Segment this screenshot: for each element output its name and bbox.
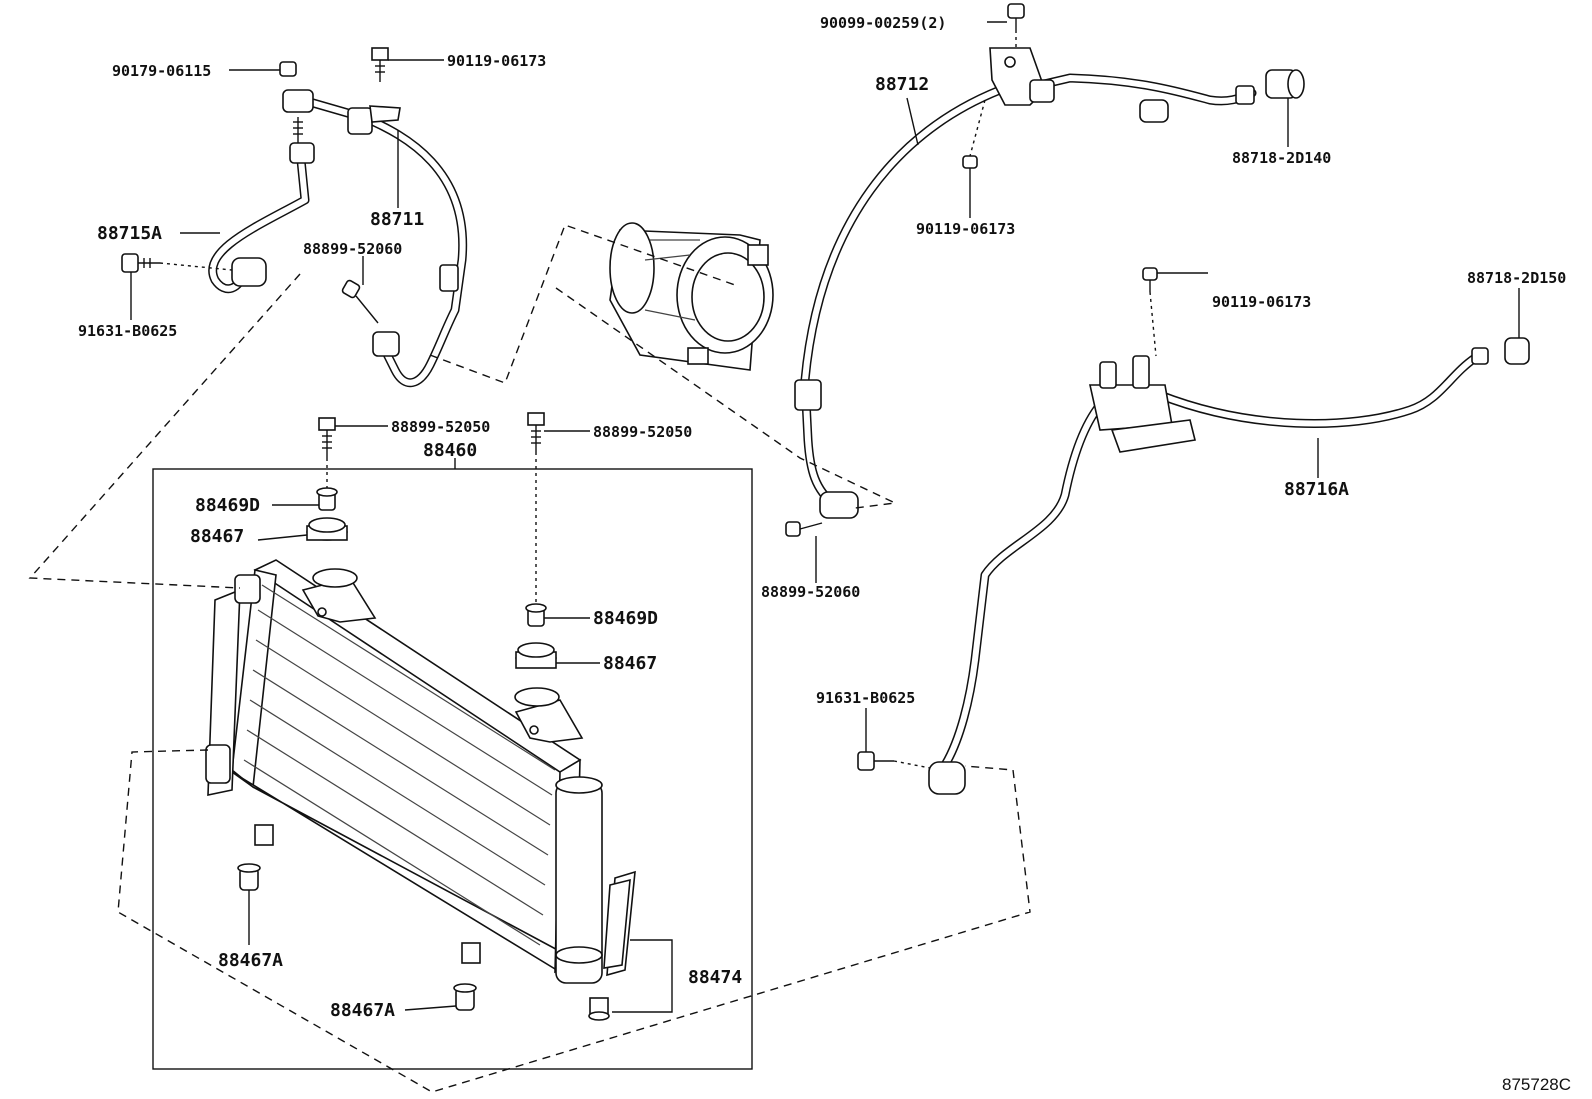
label-88718-2D140: 88718-2D140 <box>1232 149 1331 167</box>
label-88474: 88474 <box>688 967 742 988</box>
label-88460: 88460 <box>423 440 477 461</box>
nut-90179-06115 <box>279 61 297 77</box>
label-88469D-upper: 88469D <box>195 495 260 516</box>
cushion-88467A-right <box>453 983 477 1011</box>
hose-88711 <box>282 89 468 387</box>
bolt-90119-06173-top <box>371 47 389 82</box>
label-91631-B0625-left: 91631-B0625 <box>78 322 177 340</box>
receiver-dryer <box>555 776 603 984</box>
label-88467A-left: 88467A <box>218 950 283 971</box>
label-88467-upper: 88467 <box>190 526 244 547</box>
label-90119-06173-top: 90119-06173 <box>447 52 546 70</box>
label-88469D-lower: 88469D <box>593 608 658 629</box>
upper-bracket-right <box>514 687 584 743</box>
label-88715A: 88715A <box>97 223 162 244</box>
label-90179-06115: 90179-06115 <box>112 62 211 80</box>
label-88711: 88711 <box>370 209 424 230</box>
bolt-left-vertical <box>293 117 303 143</box>
cushion-88467A-left <box>237 863 261 891</box>
label-90119-06173-middle: 90119-06173 <box>916 220 1015 238</box>
bolt-90119-06173-right <box>1142 267 1158 292</box>
cushion-88467-lower <box>515 642 557 669</box>
hose-88712 <box>794 47 1305 519</box>
pipe-88715A <box>208 142 315 294</box>
bolt-88899-52050-left <box>318 417 336 458</box>
bolt-90119-06173-middle <box>962 155 978 180</box>
label-88712: 88712 <box>875 74 929 95</box>
label-88899-52060-upper: 88899-52060 <box>303 240 402 258</box>
label-88899-52060-lower: 88899-52060 <box>761 583 860 601</box>
label-88718-2D150: 88718-2D150 <box>1467 269 1566 287</box>
bracket-88474 <box>603 870 636 977</box>
upper-bracket-left <box>301 568 377 623</box>
cushion-88469D-lower <box>525 603 547 627</box>
bolt-91631-B0625-left <box>121 253 160 273</box>
bolt-90099-00259 <box>1007 3 1025 30</box>
label-90119-06173-right: 90119-06173 <box>1212 293 1311 311</box>
cushion-88467-upper <box>306 517 348 541</box>
label-88899-52050-left: 88899-52050 <box>391 418 490 436</box>
label-88899-52050-right: 88899-52050 <box>593 423 692 441</box>
condenser-assembly-frame <box>152 468 753 1070</box>
label-90099-00259: 90099-00259(2) <box>820 14 946 32</box>
bolt-88899-52060-upper <box>341 279 379 324</box>
plug-88474 <box>588 997 610 1021</box>
bolt-88899-52050-right <box>527 412 545 452</box>
label-91631-B0625-right: 91631-B0625 <box>816 689 915 707</box>
label-88467-lower: 88467 <box>603 653 657 674</box>
pipe-88716A <box>928 337 1530 795</box>
bolt-88899-52060-lower <box>785 521 823 537</box>
bolt-91631-B0625-right <box>857 751 894 771</box>
compressor <box>609 222 774 371</box>
condenser-core <box>205 559 582 974</box>
label-88467A-right: 88467A <box>330 1000 395 1021</box>
label-88716A: 88716A <box>1284 479 1349 500</box>
diagram-id: 875728C <box>1502 1075 1571 1094</box>
cushion-88469D-upper <box>316 487 338 511</box>
